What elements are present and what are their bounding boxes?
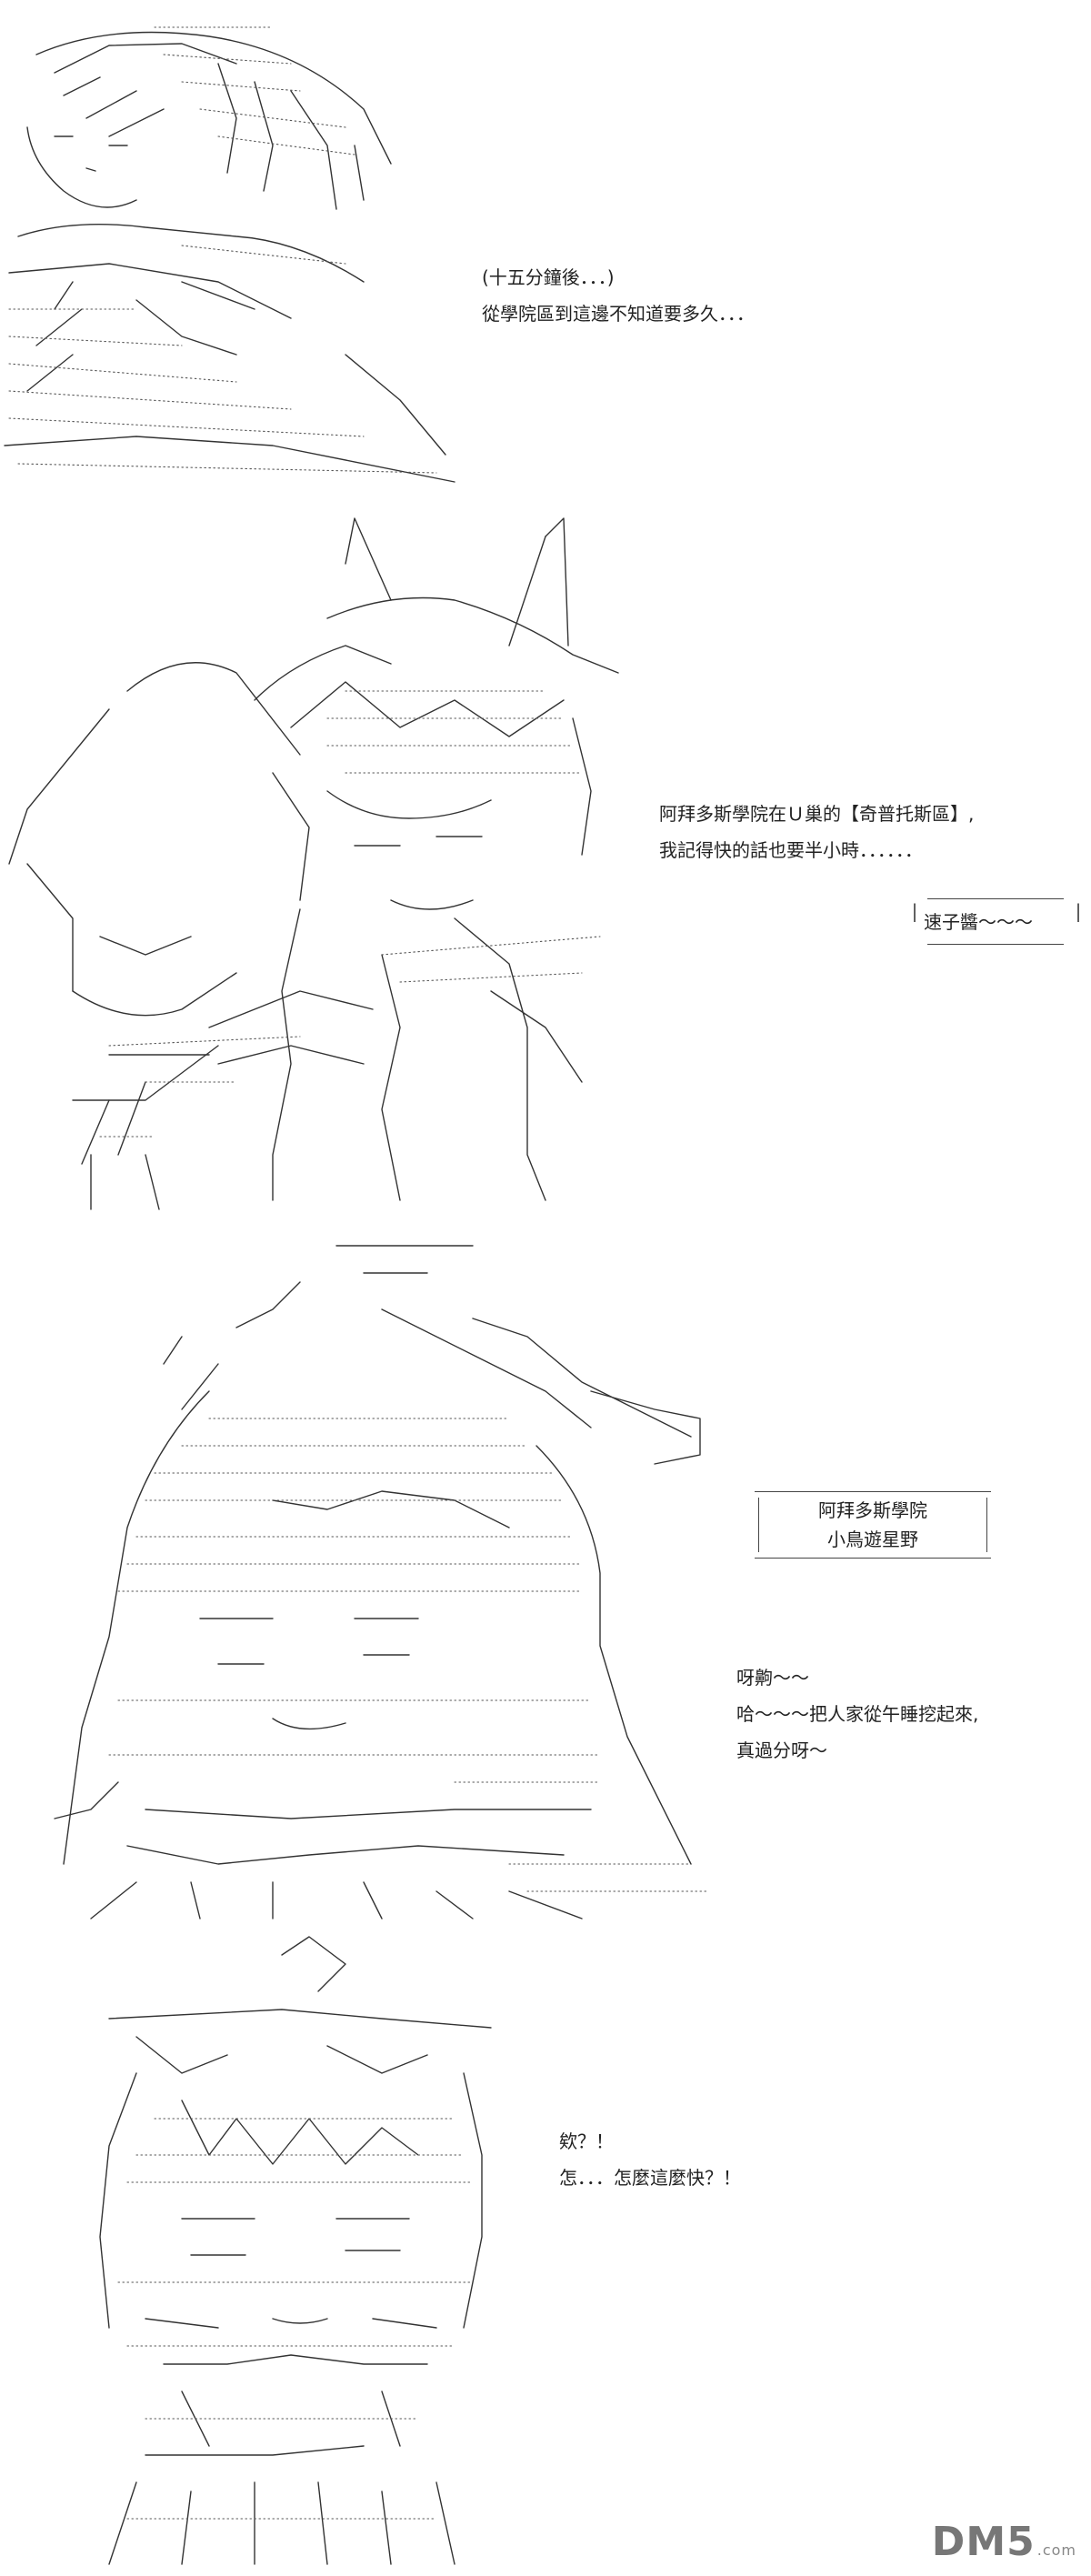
- dialogue-panel-3: 呀齁～～ 哈～～～把人家從午睡挖起來, 真過分呀～: [736, 1664, 978, 1773]
- character-name-box: 阿拜多斯學院 小鳥遊星野: [755, 1491, 991, 1559]
- panel-3: 阿拜多斯學院 小鳥遊星野 呀齁～～ 哈～～～把人家從午睡挖起來, 真過分呀～: [0, 1218, 1091, 1928]
- watermark-brand: DM5: [931, 2519, 1036, 2565]
- dialogue-panel-2: 阿拜多斯學院在Ｕ巢的【奇普托斯區】, 我記得快的話也要半小時．．．．．．: [659, 800, 974, 873]
- watermark-suffix: .com: [1036, 2541, 1076, 2559]
- character-affiliation: 阿拜多斯學院: [818, 1499, 927, 1521]
- dialogue-panel-4: 欸？！ 怎．．．怎麼這麼快？！: [559, 2128, 741, 2200]
- ascii-art-character-2: [0, 517, 636, 1210]
- ascii-art-character-4: [0, 1936, 546, 2565]
- speech-bubble: | | 速子醬～～～: [909, 891, 1091, 964]
- dialogue-line: (十五分鐘後．．．): [482, 266, 615, 288]
- dialogue-line: 從學院區到這邊不知道要多久．．．: [482, 303, 755, 325]
- panel-1: (十五分鐘後．．．) 從學院區到這邊不知道要多久．．．: [0, 0, 1091, 509]
- panel-2: 阿拜多斯學院在Ｕ巢的【奇普托斯區】, 我記得快的話也要半小時．．．．．． | |…: [0, 509, 1091, 1218]
- ascii-art-character-1: [0, 9, 473, 500]
- dialogue-line: 呀齁～～: [736, 1667, 809, 1689]
- character-name: 小鳥遊星野: [827, 1529, 918, 1550]
- speech-bubble-text: 速子醬～～～: [924, 911, 1033, 933]
- dialogue-line: 我記得快的話也要半小時．．．．．．: [659, 839, 923, 861]
- dialogue-line: 真過分呀～: [736, 1739, 827, 1761]
- panel-4: 欸？！ 怎．．．怎麼這麼快？！ DM5.com: [0, 1928, 1091, 2576]
- dialogue-panel-1: (十五分鐘後．．．) 從學院區到這邊不知道要多久．．．: [482, 264, 755, 336]
- dialogue-line: 怎．．．怎麼這麼快？！: [559, 2167, 741, 2189]
- dialogue-line: 欸？！: [559, 2130, 614, 2152]
- dialogue-line: 阿拜多斯學院在Ｕ巢的【奇普托斯區】,: [659, 803, 975, 825]
- dialogue-line: 哈～～～把人家從午睡挖起來,: [736, 1703, 979, 1725]
- site-watermark-logo: DM5.com: [932, 2519, 1076, 2565]
- ascii-art-character-3: [0, 1228, 727, 1919]
